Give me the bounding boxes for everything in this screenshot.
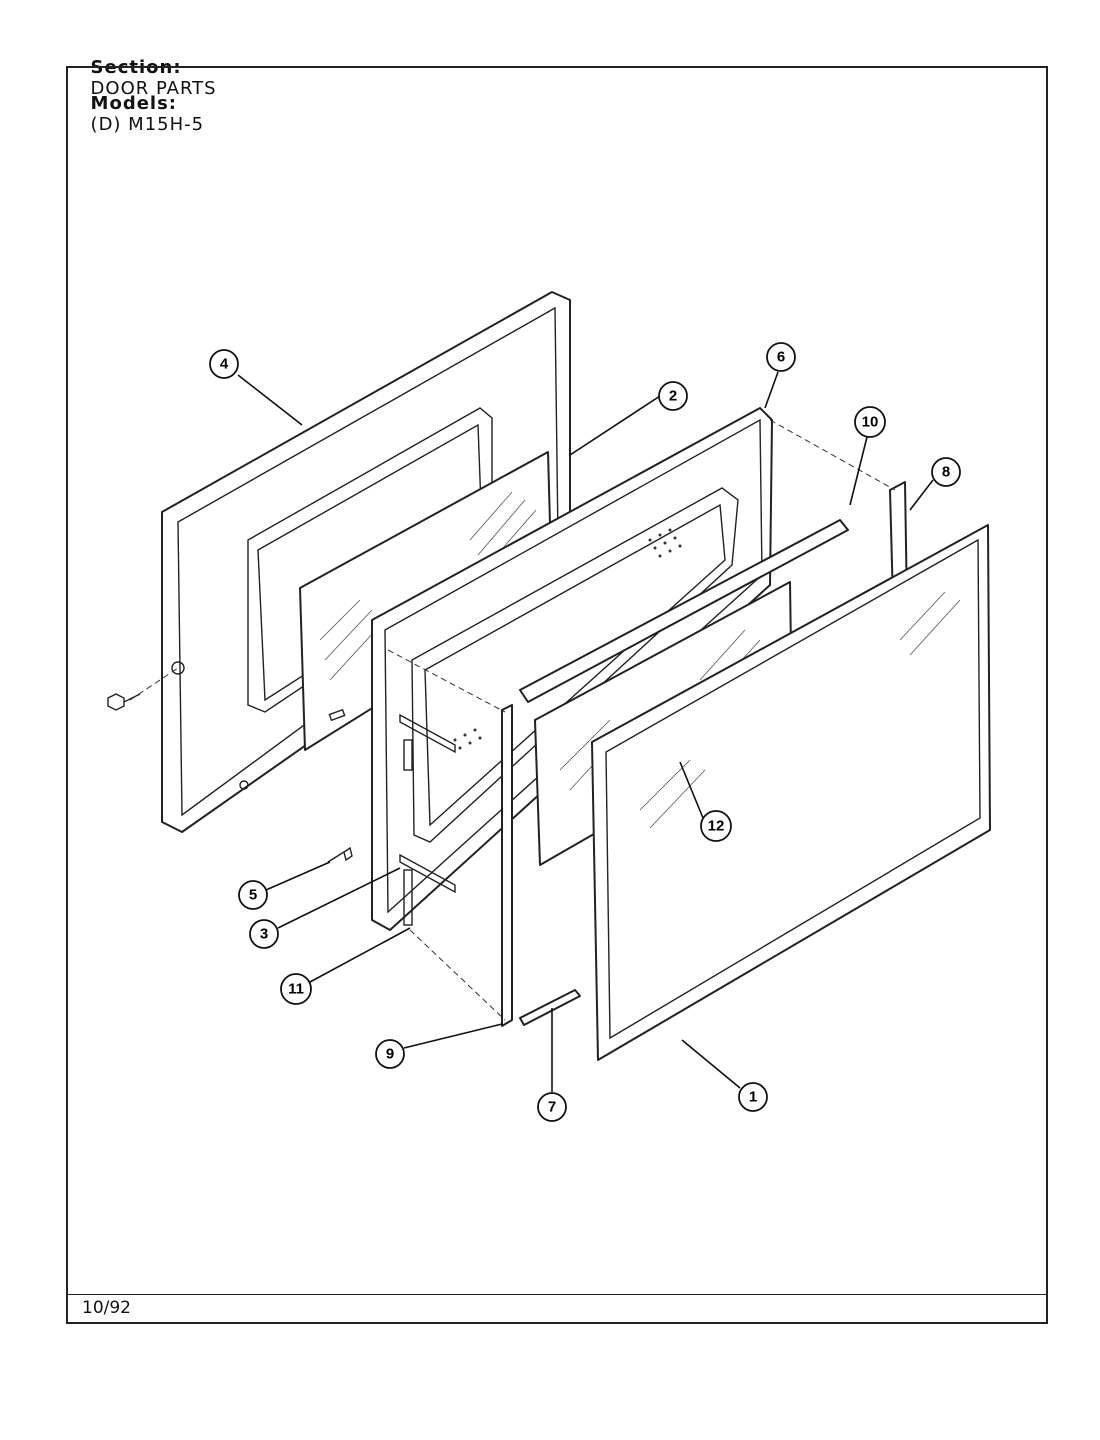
svg-text:11: 11 (288, 981, 304, 998)
callout-4: 4 (209, 349, 303, 426)
svg-text:4: 4 (220, 356, 229, 373)
svg-text:10: 10 (862, 414, 879, 431)
models-value: (D) M15H-5 (90, 114, 205, 135)
callout-12: 12 (679, 761, 732, 842)
revision-date: 10/92 (82, 1298, 131, 1318)
svg-text:1: 1 (749, 1089, 757, 1106)
svg-text:9: 9 (386, 1046, 394, 1063)
bottom-channel (519, 989, 581, 1026)
models-header: Models: (D) M15H-5 (76, 72, 204, 135)
svg-text:7: 7 (548, 1099, 556, 1116)
side-channel (501, 704, 513, 1027)
diagram-frame (66, 66, 1048, 1324)
section-value: DOOR PARTS (90, 78, 217, 99)
screws (107, 693, 353, 863)
svg-text:5: 5 (249, 887, 257, 904)
callout-6: 6 (764, 342, 796, 409)
hinge-arms (399, 713, 456, 926)
footer-divider (66, 1294, 1048, 1295)
callout-3: 3 (249, 867, 401, 949)
callout-5: 5 (238, 861, 331, 910)
svg-text:2: 2 (669, 388, 677, 405)
callout-7: 7 (537, 1008, 567, 1122)
callout-8: 8 (909, 457, 961, 511)
svg-text:8: 8 (942, 464, 950, 481)
models-label: Models: (90, 93, 177, 114)
callout-9: 9 (375, 1023, 503, 1069)
svg-text:3: 3 (260, 926, 268, 943)
callout-10: 10 (849, 406, 886, 506)
section-header: Section: DOOR PARTS (76, 36, 217, 99)
svg-text:12: 12 (708, 818, 725, 835)
outer-trim-frame (591, 524, 991, 1061)
callout-2: 2 (569, 381, 688, 456)
callout-1: 1 (681, 1039, 768, 1112)
callout-11: 11 (280, 927, 411, 1005)
svg-text:6: 6 (777, 349, 785, 366)
